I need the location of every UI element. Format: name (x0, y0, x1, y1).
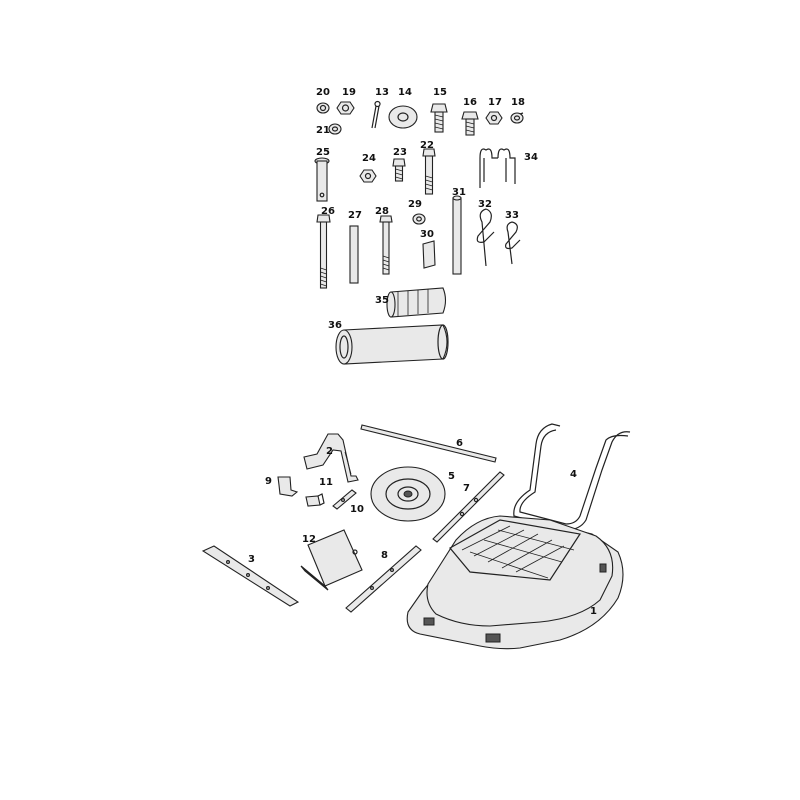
callout-12: 12 (302, 534, 316, 545)
callout-4: 4 (570, 469, 577, 480)
part-23-hex-bolt (392, 158, 406, 182)
part-21-washer (328, 123, 342, 135)
part-9-clip (277, 476, 299, 497)
part-34-tine-spring (479, 148, 516, 188)
callout-36: 36 (328, 320, 342, 331)
part-36-tube (335, 324, 449, 365)
callout-22: 22 (420, 140, 434, 151)
part-14-large-washer (388, 105, 418, 129)
callout-28: 28 (375, 206, 389, 217)
part-11-small-plate (305, 493, 325, 507)
part-13-cotter-pin (371, 100, 381, 129)
callout-24: 24 (362, 153, 376, 164)
hardware-group (314, 100, 524, 365)
part-25-clevis-pin (314, 157, 330, 202)
callout-27: 27 (348, 210, 362, 221)
callout-18: 18 (511, 97, 525, 108)
callout-34: 34 (524, 152, 538, 163)
callout-3: 3 (248, 554, 255, 565)
callout-7: 7 (463, 483, 470, 494)
part-27-spacer-tube (349, 225, 359, 284)
part-30-sleeve (422, 240, 436, 269)
part-29-washer (412, 213, 426, 225)
part-5-disc (370, 466, 446, 522)
part-12-plate (300, 529, 363, 591)
callout-33: 33 (505, 210, 519, 221)
callout-8: 8 (381, 550, 388, 561)
callout-26: 26 (321, 206, 335, 217)
callout-9: 9 (265, 476, 272, 487)
part-31-rod (452, 195, 462, 275)
callout-14: 14 (398, 87, 412, 98)
callout-19: 19 (342, 87, 356, 98)
part-6-rod (360, 424, 497, 463)
callout-labels: 20 19 13 14 15 16 17 18 21 25 24 23 22 3… (248, 87, 597, 617)
part-2-bracket (303, 433, 359, 483)
callout-10: 10 (350, 504, 364, 515)
part-7-strip (432, 471, 505, 543)
part-35-bushing (386, 287, 447, 318)
callout-35: 35 (375, 295, 389, 306)
part-1-shell (406, 515, 624, 650)
callout-2: 2 (326, 446, 333, 457)
callout-11: 11 (319, 477, 333, 488)
part-16-hex-bolt (461, 111, 479, 136)
callout-30: 30 (420, 229, 434, 240)
part-24-hex-nut (359, 169, 377, 183)
part-20-flange-nut (316, 102, 330, 114)
part-28-bolt (379, 215, 393, 275)
part-17-hex-nut (485, 111, 503, 125)
part-33-hair-pin-clip (505, 221, 521, 265)
callout-15: 15 (433, 87, 447, 98)
part-10-strap (332, 489, 357, 510)
assembly-group (201, 423, 631, 650)
part-19-hex-nut (336, 101, 355, 115)
callout-1: 1 (590, 606, 597, 617)
callout-5: 5 (448, 471, 455, 482)
part-3-strip (201, 545, 300, 607)
callout-17: 17 (488, 97, 502, 108)
part-32-hair-pin-clip (476, 208, 495, 267)
part-22-hex-bolt (422, 148, 436, 195)
part-18-lock-washer (510, 112, 524, 124)
callout-25: 25 (316, 147, 330, 158)
callout-13: 13 (375, 87, 389, 98)
callout-31: 31 (452, 187, 466, 198)
part-8-strip (345, 545, 422, 613)
callout-16: 16 (463, 97, 477, 108)
callout-21: 21 (316, 125, 330, 136)
callout-23: 23 (393, 147, 407, 158)
part-26-long-bolt (316, 214, 331, 289)
callout-32: 32 (478, 199, 492, 210)
part-15-hex-bolt (430, 103, 448, 133)
callout-29: 29 (408, 199, 422, 210)
callout-20: 20 (316, 87, 330, 98)
callout-6: 6 (456, 438, 463, 449)
